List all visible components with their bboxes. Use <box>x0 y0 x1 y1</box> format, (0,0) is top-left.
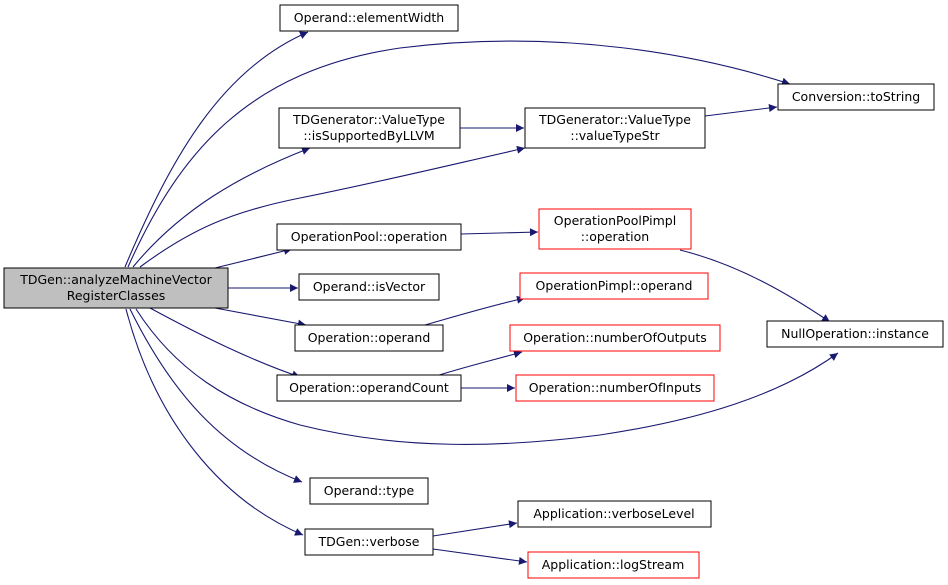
node-value-type-str-line1: TDGenerator::ValueType <box>538 112 691 127</box>
node-pimpl-operation-line1: OperationPoolPimpl <box>554 213 676 228</box>
node-num-outputs[interactable]: Operation::numberOfOutputs <box>509 324 721 352</box>
node-verbose-level-label: Application::verboseLevel <box>533 506 694 521</box>
node-to-string-label: Conversion::toString <box>792 89 920 104</box>
node-to-string[interactable]: Conversion::toString <box>777 83 935 111</box>
node-log-stream-label: Application::logStream <box>542 557 685 572</box>
edge-root-operandcount <box>149 307 301 379</box>
node-verbose-level[interactable]: Application::verboseLevel <box>517 500 712 528</box>
node-operand-count-label: Operation::operandCount <box>289 380 449 395</box>
node-operation-operand[interactable]: Operation::operand <box>294 324 444 352</box>
node-element-width[interactable]: Operand::elementWidth <box>279 4 459 32</box>
node-is-supported-line1: TDGenerator::ValueType <box>292 112 445 127</box>
node-op-pimpl-operand-label: OperationPimpl::operand <box>536 278 693 293</box>
edge-pooloperation-pimpl <box>460 228 539 237</box>
node-value-type-str-line2: ::valueTypeStr <box>570 128 660 143</box>
node-pimpl-operation[interactable]: OperationPoolPimpl ::operation <box>538 208 692 250</box>
edge-verbose-logstream <box>432 548 528 565</box>
node-op-pimpl-operand[interactable]: OperationPimpl::operand <box>519 272 709 300</box>
node-num-outputs-label: Operation::numberOfOutputs <box>523 330 707 345</box>
node-null-instance-label: NullOperation::instance <box>781 326 929 341</box>
node-root-line2: RegisterClasses <box>67 288 166 303</box>
node-is-vector[interactable]: Operand::isVector <box>298 273 440 301</box>
edge-root-tostring <box>127 40 791 268</box>
node-pool-operation-label: OperationPool::operation <box>291 229 448 244</box>
node-operation-operand-label: Operation::operand <box>308 330 431 345</box>
edge-root-verbose <box>125 308 304 536</box>
node-verbose[interactable]: TDGen::verbose <box>304 528 434 556</box>
node-operand-count[interactable]: Operation::operandCount <box>276 374 462 402</box>
node-root[interactable]: TDGen::analyzeMachineVector RegisterClas… <box>3 267 229 309</box>
node-value-type-str[interactable]: TDGenerator::ValueType ::valueTypeStr <box>524 107 706 149</box>
node-root-line1: TDGen::analyzeMachineVector <box>19 272 212 287</box>
edge-root-pooloperation <box>214 247 293 269</box>
node-verbose-label: TDGen::verbose <box>318 534 420 549</box>
edge-operandcount-outputs <box>429 350 523 379</box>
edge-root-operand <box>214 307 307 328</box>
edge-root-valuetypestr <box>139 145 526 268</box>
edge-operand-oppimpl <box>424 295 526 326</box>
edge-pimpl-nullinstance <box>679 249 831 323</box>
edge-root-type <box>129 308 303 483</box>
edge-root-nullinstance <box>135 308 839 445</box>
node-num-inputs-label: Operation::numberOfInputs <box>529 380 702 395</box>
node-is-vector-label: Operand::isVector <box>313 279 426 294</box>
edge-valuetypestr-tostring <box>704 104 778 117</box>
node-element-width-label: Operand::elementWidth <box>294 10 444 25</box>
node-null-instance[interactable]: NullOperation::instance <box>766 320 944 348</box>
node-is-supported-line2: ::isSupportedByLLVM <box>303 128 434 143</box>
node-num-inputs[interactable]: Operation::numberOfInputs <box>515 374 715 402</box>
edge-verbose-verboselevel <box>432 520 518 537</box>
node-log-stream[interactable]: Application::logStream <box>527 551 700 579</box>
node-pool-operation[interactable]: OperationPool::operation <box>276 223 462 251</box>
edge-root-issupported <box>132 147 311 268</box>
node-operand-type[interactable]: Operand::type <box>309 477 429 505</box>
node-pimpl-operation-line2: ::operation <box>581 229 649 244</box>
node-is-supported[interactable]: TDGenerator::ValueType ::isSupportedByLL… <box>278 107 461 149</box>
edges <box>124 31 839 565</box>
node-operand-type-label: Operand::type <box>324 483 415 498</box>
edge-root-elementwidth <box>124 31 309 268</box>
